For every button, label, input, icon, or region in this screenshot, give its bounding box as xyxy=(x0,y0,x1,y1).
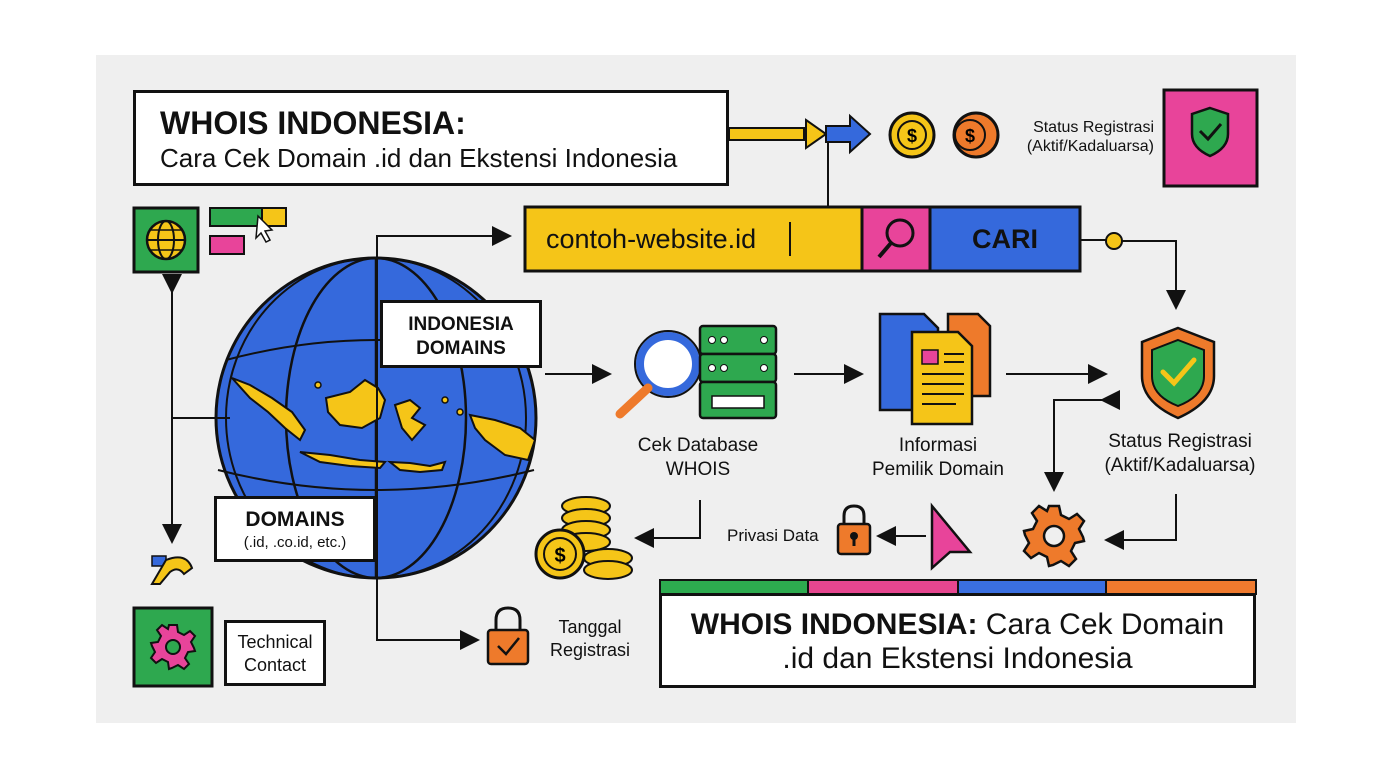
footer-title-bold: WHOIS INDONESIA: xyxy=(690,608,978,641)
footer-stripe xyxy=(957,579,1107,595)
footer-stripe xyxy=(659,579,809,595)
search-button-box xyxy=(928,205,1082,273)
connector-dot xyxy=(1105,232,1123,250)
top-status-label: Status Registrasi (Aktif/Kadaluarsa) xyxy=(1000,118,1154,156)
reg-date-line2: Registrasi xyxy=(549,640,631,660)
coin-icon: $ xyxy=(888,111,936,159)
arrow-status-back xyxy=(1104,494,1177,550)
footer-stripe xyxy=(807,579,959,595)
coin-stack-icon: $ xyxy=(534,496,633,580)
gear-icon xyxy=(1022,504,1086,568)
arrow-globe-to-search xyxy=(376,226,512,600)
technical-line1: Technical xyxy=(237,632,313,652)
svg-text:$: $ xyxy=(965,126,975,146)
cursor-arrow-icon xyxy=(930,502,973,571)
owner-line2: Pemilik Domain xyxy=(872,459,1004,480)
arrow-to-coins xyxy=(634,500,701,548)
coin-icon: $ xyxy=(952,111,1000,159)
header-arrow xyxy=(728,113,872,206)
domains-title: DOMAINS xyxy=(245,508,345,531)
footer-stripe xyxy=(1105,579,1257,595)
documents-icon xyxy=(878,312,992,426)
database-line2: WHOIS xyxy=(665,459,731,480)
owner-info-label: Informasi Pemilik Domain xyxy=(858,434,1018,482)
top-status-line1: Status Registrasi xyxy=(1033,119,1154,136)
decor-bar-pink xyxy=(209,235,245,255)
indonesia-domains-label: INDONESIA DOMAINS xyxy=(380,300,542,368)
server-icon xyxy=(698,324,778,420)
arrow-status-gear xyxy=(1044,390,1120,492)
domains-label: DOMAINS (.id, .co.id, etc.) xyxy=(214,496,376,562)
arrow-to-registration-date xyxy=(376,600,480,650)
privacy-label: Privasi Data xyxy=(727,526,819,545)
database-line1: Cek Database xyxy=(637,435,759,456)
footer-title-rest: Cara Cek Domain xyxy=(977,608,1225,641)
arrow-search-to-status xyxy=(1122,240,1186,310)
search-input[interactable]: contoh-website.id xyxy=(546,224,757,254)
globe-icon-box xyxy=(132,206,200,274)
header-subtitle: Cara Cek Domain .id dan Ekstensi Indones… xyxy=(160,143,678,173)
footer-title-box: WHOIS INDONESIA: Cara Cek Domain .id dan… xyxy=(659,593,1256,688)
phone-icon xyxy=(150,555,194,585)
globe-icon xyxy=(145,219,187,261)
lock-icon xyxy=(836,504,872,556)
owner-line1: Informasi xyxy=(898,435,978,456)
magnifier-icon xyxy=(615,330,702,419)
footer-title-line2: .id dan Ekstensi Indonesia xyxy=(782,642,1133,675)
search-button[interactable]: CARI xyxy=(972,224,1038,254)
cursor-icon xyxy=(255,214,274,243)
status-line1: Status Registrasi xyxy=(1108,431,1252,452)
reg-date-line1: Tanggal xyxy=(558,617,622,637)
technical-line2: Contact xyxy=(243,655,307,675)
header-title: WHOIS INDONESIA: xyxy=(160,105,466,141)
registration-date-label: Tanggal Registrasi xyxy=(534,616,646,662)
technical-contact-label: Technical Contact xyxy=(224,620,326,686)
search-icon-box xyxy=(860,205,932,273)
status-label: Status Registrasi (Aktif/Kadaluarsa) xyxy=(1090,430,1270,478)
shield-check-icon xyxy=(1140,326,1216,420)
database-label: Cek Database WHOIS xyxy=(618,434,778,482)
svg-text:$: $ xyxy=(554,545,565,567)
gear-icon xyxy=(149,623,197,671)
decor-bar-yellow xyxy=(261,207,287,227)
indonesia-domains-line1: INDONESIA xyxy=(408,314,514,335)
shield-check-icon xyxy=(1190,106,1230,158)
header-box: WHOIS INDONESIA: Cara Cek Domain .id dan… xyxy=(133,90,729,186)
status-line2: (Aktif/Kadaluarsa) xyxy=(1104,455,1256,476)
domains-sub: (.id, .co.id, etc.) xyxy=(243,534,347,551)
svg-text:$: $ xyxy=(907,126,917,146)
search-icon xyxy=(877,218,915,259)
top-status-line2: (Aktif/Kadaluarsa) xyxy=(1026,138,1154,155)
lock-icon xyxy=(486,606,530,666)
indonesia-domains-line2: DOMAINS xyxy=(416,338,506,359)
footer-title-line1: WHOIS INDONESIA: Cara Cek Domain xyxy=(662,608,1253,642)
search-input-box xyxy=(523,205,864,273)
